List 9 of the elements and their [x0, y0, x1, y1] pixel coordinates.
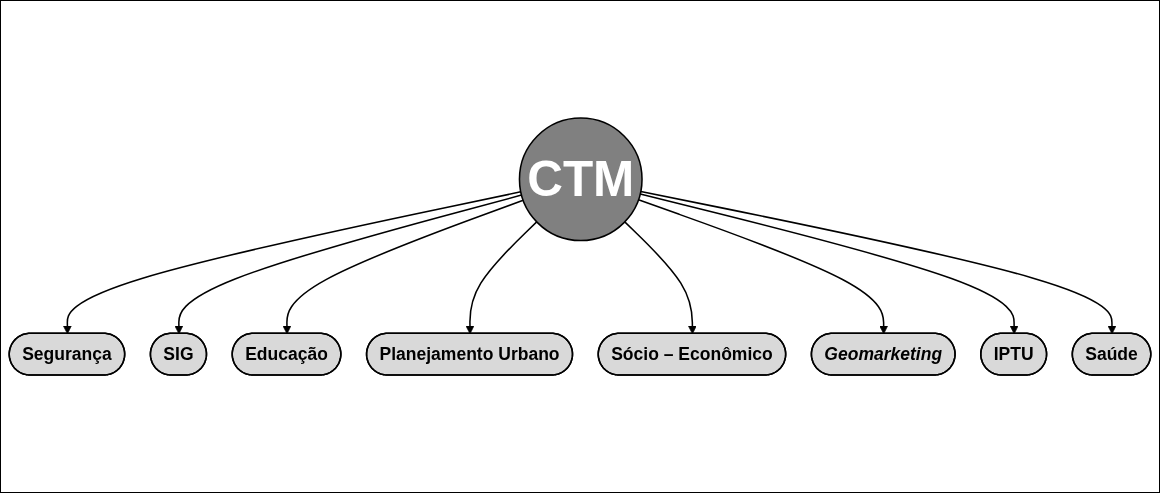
arrow [624, 221, 697, 335]
arrow [639, 193, 1019, 335]
arrow [174, 194, 523, 335]
arrow [640, 190, 1117, 335]
arrow [282, 199, 524, 335]
arrow [465, 221, 538, 335]
arrow [62, 191, 522, 335]
arrow [637, 199, 889, 335]
node-circle: CTM [518, 117, 643, 242]
